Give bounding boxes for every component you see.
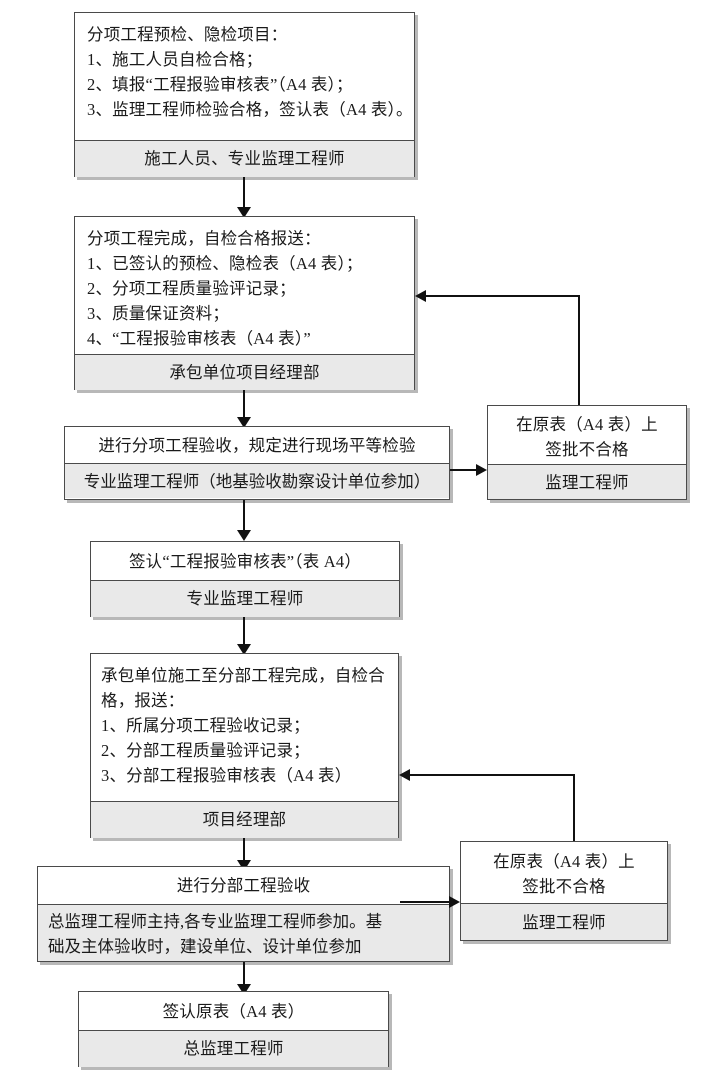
node-actor: 专业监理工程师（地基验收勘察设计单位参加） (65, 463, 449, 498)
node-subitem-preinspection[interactable]: 分项工程预检、隐检项目： 1、施工人员自检合格； 2、填报“工程报验审核表”（A… (74, 12, 415, 177)
node-sign-report-form[interactable]: 签认“工程报验审核表”（表 A4） 专业监理工程师 (90, 541, 400, 617)
arrow-reject1-feedback-icon (415, 289, 426, 302)
node-actor-line: 础及主体验收时，建设单位、设计单位参加 (48, 937, 362, 956)
node-line: 1、已签认的预检、隐检表（A4 表）； (87, 254, 363, 273)
node-line: 进行分部工程验收 (176, 876, 311, 895)
node-actor-label: 承包单位项目经理部 (169, 362, 320, 382)
node-actor: 承包单位项目经理部 (75, 354, 414, 390)
arrow-n6-n7-icon (237, 984, 251, 995)
node-body: 分项工程预检、隐检项目： 1、施工人员自检合格； 2、填报“工程报验审核表”（A… (75, 13, 414, 140)
node-line: 签认原表（A4 表） (162, 1001, 305, 1021)
node-actor: 项目经理部 (91, 801, 398, 838)
node-line: 3、质量保证资料； (87, 304, 230, 323)
connector-n4-n5 (243, 617, 245, 649)
connector-n5-n6 (243, 838, 245, 866)
connector-n6-reject2-horizontal (400, 901, 450, 903)
connector-n3-n4 (243, 500, 245, 535)
node-actor-label: 施工人员、专业监理工程师 (144, 149, 345, 169)
node-body: 在原表（A4 表）上 签批不合格 (461, 842, 667, 903)
connector-n1-n2 (243, 177, 245, 212)
node-subitem-acceptance[interactable]: 进行分项工程验收，规定进行现场平等检验 专业监理工程师（地基验收勘察设计单位参加… (64, 426, 450, 500)
node-subitem-complete-submit[interactable]: 分项工程完成，自检合格报送： 1、已签认的预检、隐检表（A4 表）； 2、分项工… (74, 216, 415, 390)
node-actor: 总监理工程师主持,各专业监理工程师参加。基 础及主体验收时，建设单位、设计单位参… (38, 904, 449, 961)
node-line: 1、所属分项工程验收记录； (101, 716, 310, 735)
node-line: 承包单位施工至分部工程完成，自检合 (101, 666, 385, 685)
node-line: 签批不合格 (545, 440, 629, 459)
connector-reject1-feedback-vertical (578, 295, 580, 405)
node-line: 签认“工程报验审核表”（表 A4） (128, 551, 362, 571)
node-line: 2、填报“工程报验审核表”（A4 表）； (87, 75, 353, 94)
node-actor: 施工人员、专业监理工程师 (75, 140, 414, 177)
node-actor-label: 专业监理工程师（地基验收勘察设计单位参加） (83, 471, 431, 491)
node-line: 进行分项工程验收，规定进行现场平等检验 (98, 435, 416, 455)
node-body: 进行分部工程验收 (38, 867, 449, 904)
node-division-acceptance[interactable]: 进行分部工程验收 总监理工程师主持,各专业监理工程师参加。基 础及主体验收时，建… (37, 866, 450, 962)
arrow-n4-n5-icon (237, 644, 251, 655)
connector-n2-n3 (243, 390, 245, 422)
node-body: 分项工程完成，自检合格报送： 1、已签认的预检、隐检表（A4 表）； 2、分项工… (75, 217, 414, 354)
node-actor: 监理工程师 (488, 464, 686, 499)
node-line: 4、“工程报验审核表（A4 表）” (87, 329, 311, 348)
node-actor-label: 专业监理工程师 (186, 589, 304, 609)
node-sign-original-form[interactable]: 签认原表（A4 表） 总监理工程师 (78, 991, 389, 1067)
arrow-n6-reject2-icon (449, 895, 460, 908)
node-line: 3、分部工程报验审核表（A4 表） (101, 766, 352, 785)
arrow-n2-n3-icon (237, 417, 251, 428)
node-actor-label: 监理工程师 (545, 472, 629, 492)
node-reject-division[interactable]: 在原表（A4 表）上 签批不合格 监理工程师 (460, 841, 668, 941)
node-line: 3、监理工程师检验合格，签认表（A4 表）。 (87, 100, 413, 119)
node-actor-label: 监理工程师 (522, 912, 606, 932)
node-line: 分项工程完成，自检合格报送： (87, 229, 321, 248)
connector-n6-n7 (243, 962, 245, 990)
connector-reject2-feedback-vertical (573, 774, 575, 842)
node-actor-label: 项目经理部 (202, 810, 287, 830)
node-body: 承包单位施工至分部工程完成，自检合 格，报送： 1、所属分项工程验收记录； 2、… (91, 654, 398, 801)
node-line: 在原表（A4 表）上 (493, 852, 635, 871)
node-body: 进行分项工程验收，规定进行现场平等检验 (65, 427, 449, 463)
node-line: 格，报送： (101, 691, 185, 710)
arrow-n3-reject1-icon (476, 463, 487, 476)
node-actor: 专业监理工程师 (91, 580, 399, 617)
connector-reject2-feedback-horizontal (410, 774, 575, 776)
arrow-n3-n4-icon (237, 530, 251, 541)
arrow-n1-n2-icon (237, 207, 251, 218)
connector-reject1-feedback-horizontal (426, 295, 580, 297)
node-line: 分项工程预检、隐检项目： (87, 25, 288, 44)
arrow-n5-n6-icon (237, 860, 251, 871)
node-line: 在原表（A4 表）上 (516, 415, 658, 434)
connector-n3-reject1 (450, 469, 477, 471)
node-reject-subitem[interactable]: 在原表（A4 表）上 签批不合格 监理工程师 (487, 405, 687, 500)
node-body: 签认“工程报验审核表”（表 A4） (91, 542, 399, 580)
node-line: 1、施工人员自检合格； (87, 50, 263, 69)
node-actor-line: 总监理工程师主持,各专业监理工程师参加。基 (48, 912, 383, 931)
node-division-complete-submit[interactable]: 承包单位施工至分部工程完成，自检合 格，报送： 1、所属分项工程验收记录； 2、… (90, 653, 399, 838)
node-line: 2、分项工程质量验评记录； (87, 279, 296, 298)
node-line: 签批不合格 (522, 877, 606, 896)
node-actor: 总监理工程师 (79, 1030, 388, 1067)
node-actor-label: 总监理工程师 (183, 1039, 284, 1059)
arrow-reject2-feedback-icon (399, 768, 410, 781)
node-line: 2、分部工程质量验评记录； (101, 741, 310, 760)
node-body: 签认原表（A4 表） (79, 992, 388, 1030)
node-body: 在原表（A4 表）上 签批不合格 (488, 406, 686, 464)
node-actor: 监理工程师 (461, 903, 667, 940)
